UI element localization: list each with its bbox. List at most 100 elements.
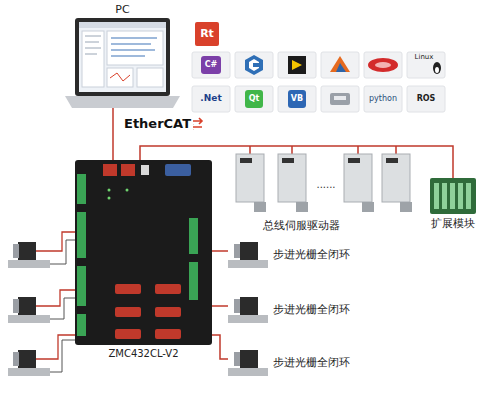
drawing-rect bbox=[18, 242, 36, 260]
drawing-path bbox=[111, 38, 157, 56]
drawing-rect bbox=[254, 202, 266, 212]
drawing-rect bbox=[321, 52, 359, 78]
drawing-g bbox=[8, 242, 50, 376]
node-label: 步进光栅全闭环 bbox=[273, 248, 350, 261]
node-label: 总线伺服驱动器 bbox=[263, 219, 340, 232]
cable-connector bbox=[140, 146, 232, 160]
drawing-rect bbox=[75, 18, 170, 96]
cable-connector bbox=[112, 108, 114, 160]
stepper-motor: 步进光栅全闭环 bbox=[228, 346, 268, 380]
software-icon-text: Linux bbox=[415, 54, 434, 62]
drawing-rect bbox=[234, 352, 240, 366]
drawing-rect bbox=[155, 329, 181, 339]
drawing-rect bbox=[189, 218, 198, 254]
drawing-rect bbox=[13, 244, 19, 258]
motion-controller: ZMC432CL-V2 bbox=[75, 160, 212, 345]
stepper-motor-illustration bbox=[228, 293, 268, 327]
expansion-module-illustration bbox=[430, 178, 476, 214]
drawing-rect bbox=[240, 158, 252, 163]
drawing-rect bbox=[107, 68, 133, 87]
drawing-rect bbox=[155, 284, 181, 294]
drawing-rect bbox=[434, 183, 439, 209]
drawing-rect bbox=[348, 158, 360, 163]
drawing-rect bbox=[450, 183, 455, 209]
stepper-motor-illustration bbox=[228, 238, 268, 272]
drawing-rect bbox=[13, 352, 19, 366]
drawing-rect bbox=[407, 86, 445, 112]
drawing-rect bbox=[288, 56, 306, 74]
drawing-rect bbox=[77, 174, 86, 204]
drawing-g bbox=[192, 52, 445, 112]
drawing-rect bbox=[364, 86, 402, 112]
drawing-rect bbox=[8, 368, 50, 376]
drawing-rect bbox=[8, 315, 50, 323]
drawing-rect bbox=[75, 160, 212, 345]
drawing-circle bbox=[108, 189, 111, 192]
drawing-ellipse bbox=[375, 62, 391, 68]
drawing-g bbox=[254, 202, 412, 212]
drawing-rect bbox=[235, 52, 273, 78]
software-icon-text: C# bbox=[205, 61, 218, 70]
drawing-g bbox=[236, 154, 410, 202]
drawing-rect bbox=[103, 164, 117, 176]
drawing-polygon bbox=[292, 60, 302, 70]
drawing-rect bbox=[192, 86, 230, 112]
drawing-rect bbox=[192, 52, 230, 78]
drawing-rect bbox=[195, 22, 219, 46]
drawing-rect bbox=[228, 260, 268, 268]
drawing-rect bbox=[115, 307, 141, 317]
drawing-polyline bbox=[36, 232, 75, 251]
stepper-motor: 步进光栅全闭环 bbox=[228, 238, 268, 272]
drawing-rect bbox=[407, 52, 445, 78]
software-icon-text: Qt bbox=[249, 95, 260, 104]
drawing-rect bbox=[13, 299, 19, 313]
drawing-rect bbox=[236, 154, 264, 202]
drawing-path bbox=[232, 146, 416, 154]
drawing-ellipse bbox=[433, 62, 441, 74]
drawing-rect bbox=[115, 284, 141, 294]
drawing-rect bbox=[344, 154, 372, 202]
drawing-rect bbox=[234, 299, 240, 313]
ellipsis-mark: ...... bbox=[316, 179, 335, 190]
drawing-rect bbox=[228, 368, 268, 376]
drawing-rect bbox=[334, 96, 346, 100]
drawing-polyline bbox=[50, 298, 75, 319]
drawing-rect bbox=[386, 158, 398, 163]
logo-text: Rt bbox=[200, 28, 214, 40]
drawing-rect bbox=[466, 183, 471, 209]
drawing-rect bbox=[400, 202, 412, 212]
drawing-circle bbox=[126, 189, 129, 192]
drawing-g bbox=[115, 284, 181, 339]
drawing-rect bbox=[121, 164, 135, 176]
drawing-g bbox=[77, 174, 198, 336]
software-icon-text: ROS bbox=[417, 95, 436, 104]
node-label: PC bbox=[115, 3, 129, 16]
drawing-rect bbox=[278, 86, 316, 112]
software-icon-text: python bbox=[369, 95, 397, 104]
drawing-polyline bbox=[50, 340, 75, 372]
software-icon-text: VB bbox=[291, 95, 303, 104]
cable-connector bbox=[212, 335, 228, 359]
drawing-rect bbox=[107, 31, 163, 65]
drawing-rect bbox=[234, 244, 240, 258]
drawing-polyline bbox=[50, 240, 75, 264]
drawing-g bbox=[108, 189, 129, 200]
motion-controller-illustration bbox=[75, 160, 212, 345]
drawing-rect bbox=[79, 22, 166, 28]
drawing-rect bbox=[235, 86, 273, 112]
drawing-rect bbox=[189, 262, 198, 300]
drawing-rect bbox=[278, 154, 306, 202]
drawing-rect bbox=[79, 22, 166, 92]
pc-laptop: PC bbox=[65, 18, 180, 108]
cable-connector bbox=[212, 305, 228, 307]
drawing-rect bbox=[18, 297, 36, 315]
drawing-g bbox=[50, 240, 75, 372]
node-label: ZMC432CL-V2 bbox=[108, 348, 178, 360]
drawing-rect bbox=[296, 202, 308, 212]
drawing-rect bbox=[82, 31, 104, 87]
drawing-rect bbox=[321, 86, 359, 112]
drawing-rect bbox=[155, 307, 181, 317]
